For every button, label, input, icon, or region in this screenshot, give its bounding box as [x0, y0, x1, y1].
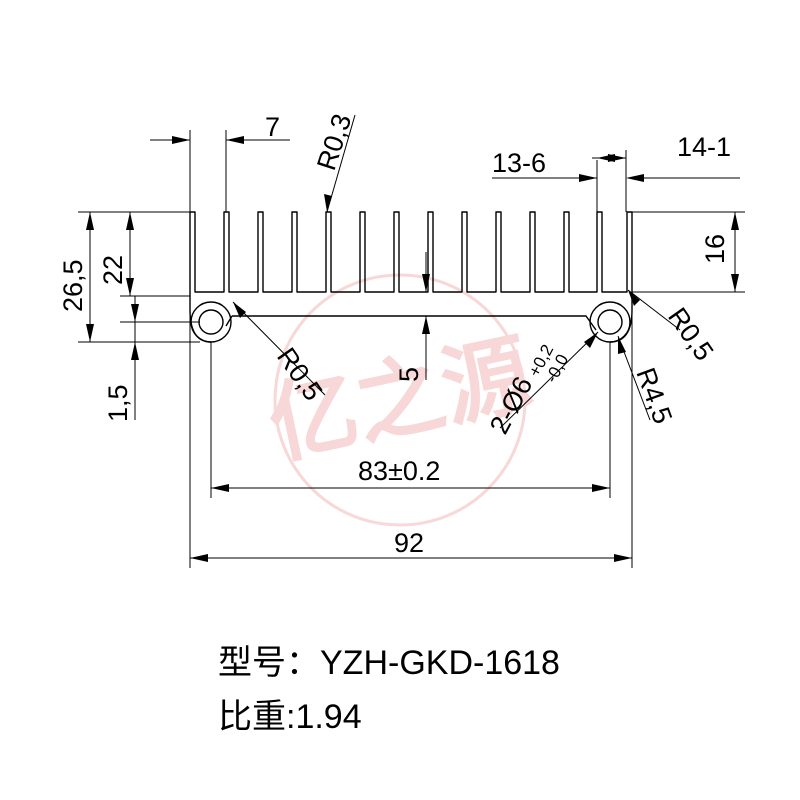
dimension-labels: 7 R0,3 13-6 14-1 26,5 22 16 1,5 R0,5 R0,…	[58, 110, 731, 558]
dim-base-thickness: 5	[394, 367, 424, 382]
density-label: 比重:	[218, 698, 296, 736]
base-bottom-edge	[232, 315, 597, 331]
dim-fin-gap: 13-6	[492, 148, 546, 178]
dim-fin-fillet: R0,3	[311, 110, 357, 174]
model-caption: 型号：YZH-GKD-1618	[218, 646, 560, 680]
dim-hole-spacing: 83±0.2	[358, 456, 440, 486]
heatsink-profile	[189, 211, 633, 343]
dimension-lines	[78, 114, 745, 568]
dim-base-offset: 1,5	[103, 384, 133, 422]
density-caption: 比重:1.94	[218, 700, 362, 734]
mounting-hole-right	[597, 309, 623, 335]
dim-boss-radius: R4,5	[630, 364, 678, 428]
density-value: 1.94	[295, 698, 362, 736]
dim-fin-width: 7	[265, 112, 280, 142]
profile-outline	[189, 211, 633, 343]
dimension-arrows	[86, 136, 739, 562]
dim-fin-height-right: 16	[700, 234, 730, 264]
dim-fin-count-note: 14-1	[677, 132, 731, 162]
model-value: YZH-GKD-1618	[320, 644, 560, 682]
dim-overall-height: 26,5	[58, 259, 88, 312]
dim-hole-fillet-right: R0,5	[662, 302, 719, 366]
dim-fin-height: 22	[98, 255, 128, 285]
mounting-hole-left	[198, 309, 224, 335]
dim-overall-width: 92	[394, 528, 424, 558]
model-label: 型号：	[218, 644, 320, 682]
